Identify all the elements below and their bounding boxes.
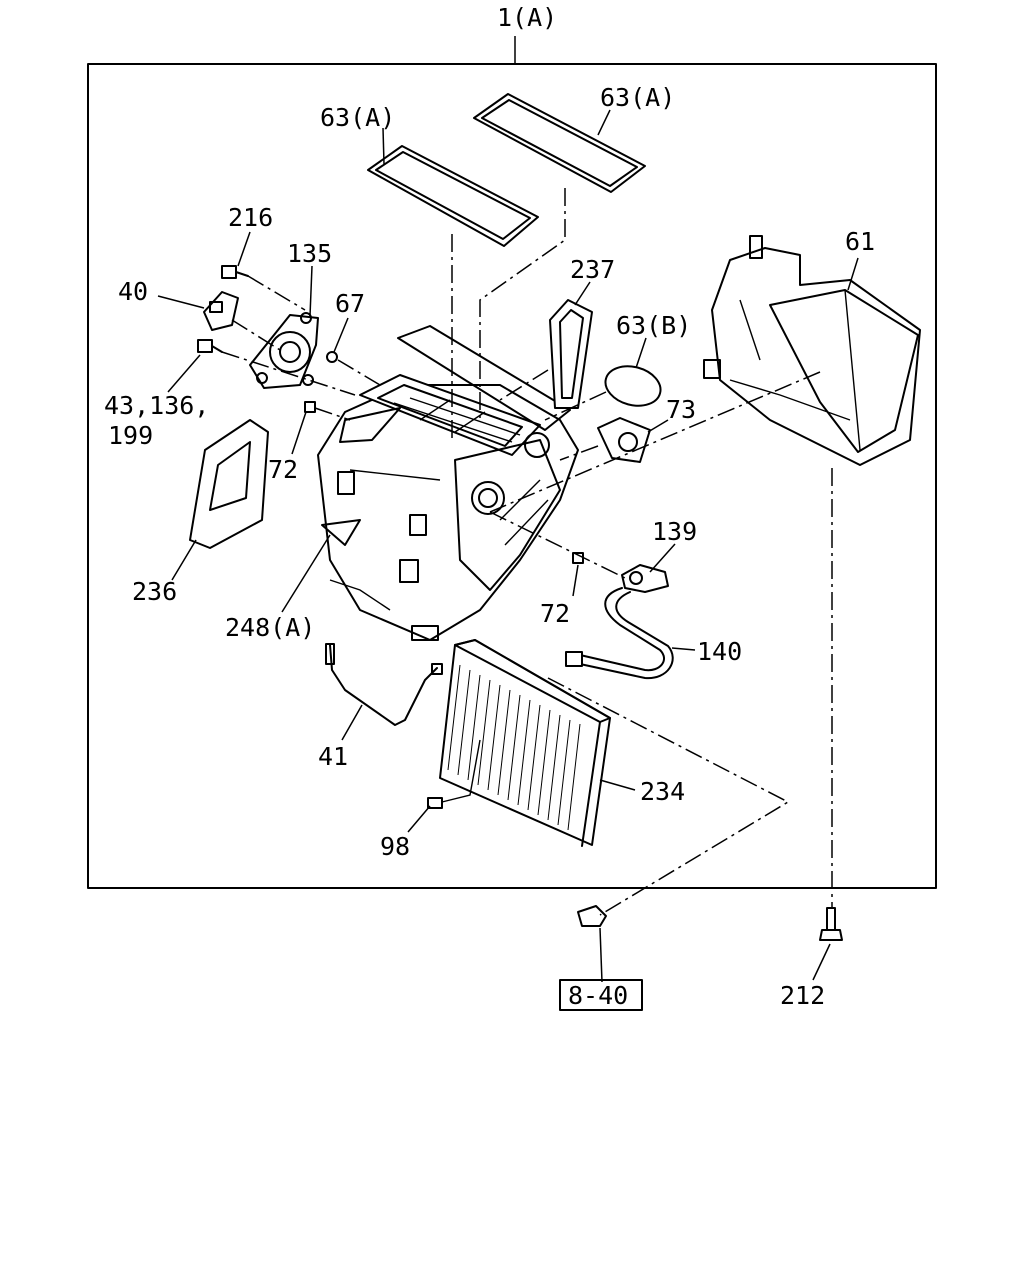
- label-40: 40: [118, 277, 148, 306]
- screw-43: [197, 339, 223, 353]
- label-67: 67: [335, 289, 365, 318]
- label-ref-8-40: 8-40: [568, 981, 628, 1010]
- label-43-line2: 199: [108, 421, 153, 450]
- label-72-upper: 72: [268, 455, 298, 484]
- hose-140: [565, 587, 674, 680]
- clip-67: [326, 351, 338, 363]
- label-seal-63a-right: 63(A): [600, 83, 675, 112]
- label-73: 73: [666, 395, 696, 424]
- screw-216: [221, 265, 249, 279]
- seal-63a-left: [367, 145, 539, 247]
- label-72-lower: 72: [540, 599, 570, 628]
- seal-63b: [604, 365, 662, 407]
- harness-41: [325, 643, 443, 726]
- bracket-236: [189, 419, 269, 549]
- evaporator-234: [439, 639, 611, 847]
- label-135: 135: [287, 239, 332, 268]
- label-212: 212: [780, 981, 825, 1010]
- label-237: 237: [570, 255, 615, 284]
- connector-8-40: [577, 905, 607, 927]
- label-seal-63a-left: 63(A): [320, 103, 395, 132]
- heater-case: [317, 325, 579, 641]
- label-43-line1: 43,136,: [104, 391, 209, 420]
- sensor-98: [427, 739, 481, 809]
- label-140: 140: [697, 637, 742, 666]
- duct-61: [703, 235, 921, 466]
- label-assembly: 1(A): [497, 3, 557, 32]
- label-248a: 248(A): [225, 613, 315, 642]
- seal-237: [549, 299, 593, 409]
- label-139: 139: [652, 517, 697, 546]
- label-236: 236: [132, 577, 177, 606]
- label-61: 61: [845, 227, 875, 256]
- seal-63a-right: [473, 93, 646, 193]
- actuator-40: [203, 291, 239, 331]
- label-216: 216: [228, 203, 273, 232]
- label-41: 41: [318, 742, 348, 771]
- leader-lines: [157, 109, 859, 983]
- clip-72-upper: [304, 401, 316, 413]
- assembly-lines: [221, 188, 833, 916]
- label-234: 234: [640, 777, 685, 806]
- ref-box-frame: [559, 979, 643, 1011]
- blower-motor-135: [249, 312, 319, 389]
- label-63b: 63(B): [616, 311, 691, 340]
- assembly-frame: [87, 63, 937, 889]
- valve-139: [621, 564, 669, 593]
- label-98: 98: [380, 832, 410, 861]
- part-73: [597, 417, 651, 463]
- bolt-212: [819, 907, 843, 941]
